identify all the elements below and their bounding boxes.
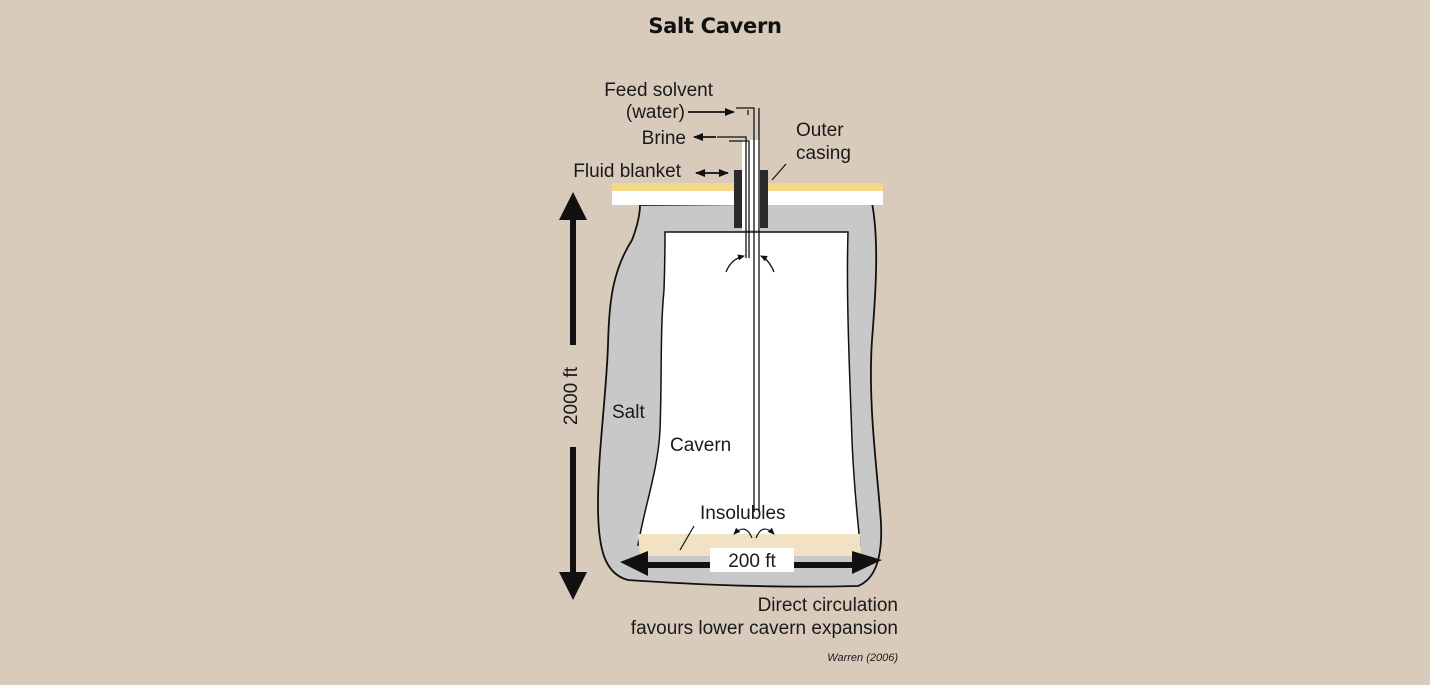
width-dimension-arrow [620, 548, 882, 576]
width-label: 200 ft [728, 551, 776, 572]
caption-line-1: Direct circulation [758, 595, 898, 616]
insolubles-layer [638, 534, 861, 556]
outer-casing-leader [771, 163, 787, 181]
brine-label: Brine [642, 128, 686, 149]
well-tubes [717, 107, 760, 512]
outer-casing-label: Outer [796, 120, 844, 141]
brine-inflow-arrows [725, 254, 775, 273]
cavern-void [637, 231, 861, 546]
insolubles-label: Insolubles [700, 503, 786, 524]
caption-line-2: favours lower cavern expansion [631, 618, 898, 639]
insolubles-flow-arrows [733, 527, 775, 539]
feed-solvent-label: Feed solvent [604, 80, 714, 101]
citation: Warren (2006) [827, 652, 898, 664]
outer-casing [734, 140, 768, 230]
diagram-title: Salt Cavern [648, 14, 782, 38]
insolubles-leader [679, 525, 695, 551]
fluid-blanket-label: Fluid blanket [573, 161, 681, 182]
salt-label: Salt [612, 402, 645, 423]
outer-casing-sublabel: casing [796, 143, 851, 164]
feed-solvent-sublabel: (water) [626, 102, 685, 123]
height-dimension-arrow [559, 192, 587, 600]
height-label: 2000 ft [561, 366, 582, 425]
cavern-label: Cavern [670, 435, 731, 456]
